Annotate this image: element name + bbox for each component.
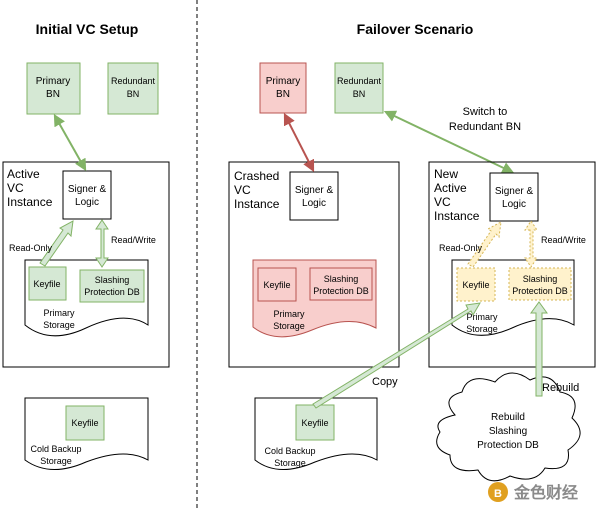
left-read-write-label: Read/Write [111,235,156,245]
mid-signer-line2: Logic [302,198,326,209]
right-keyfile-label: Keyfile [462,280,489,290]
copy-label: Copy [372,376,398,388]
left-keyfile [28,266,67,301]
left-cold-storage-line2: Storage [40,456,72,466]
right-vc-label-2: Active [434,181,467,195]
left-cold-storage-line1: Cold Backup [30,444,81,454]
left-read-only-label: Read-Only [9,243,53,253]
mid-keyfile [257,267,297,302]
left-vc-label-2: VC [7,181,24,195]
left-vc-label-1: Active [7,167,40,181]
mid-cold-storage-line1: Cold Backup [264,446,315,456]
title-initial-setup: Initial VC Setup [36,21,139,37]
rebuild-label: Rebuild [542,382,579,394]
mid-signer-box [289,171,339,221]
title-failover: Failover Scenario [357,21,474,37]
left-redundant-bn-line2: BN [127,89,140,99]
mid-cold-storage-line2: Storage [274,458,306,468]
mid-primary-storage-line1: Primary [274,309,305,319]
left-primary-bn [26,62,81,115]
mid-keyfile-label: Keyfile [263,280,290,290]
mid-primary-bn-line2: BN [276,89,290,100]
right-signer-line2: Logic [502,199,526,210]
left-signer-line2: Logic [75,197,99,208]
right-vc-label-3: VC [434,195,451,209]
mid-vc-label-2: VC [234,183,251,197]
mid-primary-bn-line1: Primary [266,76,300,87]
mid-slashing-line1: Slashing [324,274,359,284]
right-vc-label-1: New [434,167,458,181]
right-read-write-arrow [524,220,538,268]
left-vc-label-3: Instance [7,195,53,209]
right-signer-line1: Signer & [495,186,534,197]
rebuild-cloud-line2: Slashing [489,426,527,437]
watermark-text: 金色财经 [513,483,578,502]
right-signer-box [489,172,539,222]
rebuild-arrow [530,301,548,397]
right-slashing-db [508,267,572,301]
right-slashing-line2: Protection DB [512,286,568,296]
right-vc-label-4: Instance [434,209,480,223]
left-signer-line1: Signer & [68,184,107,195]
mid-primary-bn [259,62,307,114]
left-read-only-arrow [39,220,74,267]
copy-arrow [312,302,481,409]
right-primary-storage-line1: Primary [467,312,498,322]
right-read-only-label: Read-Only [439,243,483,253]
mid-redundant-bn [334,62,384,114]
left-primary-bn-line1: Primary [36,76,70,87]
rebuild-cloud [436,372,581,482]
right-slashing-line1: Slashing [523,274,558,284]
left-slashing-line1: Slashing [95,275,130,285]
watermark-logo-glyph: B [494,488,502,500]
switch-label-line2: Redundant BN [449,121,521,133]
mid-slashing-line2: Protection DB [313,286,369,296]
left-read-write-arrow [95,219,109,268]
left-primary-storage-line1: Primary [44,308,75,318]
left-slashing-db [79,269,145,303]
mid-vc-label-3: Instance [234,197,280,211]
mid-bn-link-crashed [283,112,315,173]
watermark-logo [488,482,508,502]
left-slashing-line2: Protection DB [84,287,140,297]
left-redundant-bn-line1: Redundant [111,76,156,86]
mid-redundant-bn-line1: Redundant [337,76,382,86]
right-keyfile [456,267,496,302]
mid-slashing-db [309,267,373,301]
left-cold-keyfile-label: Keyfile [71,418,98,428]
mid-redundant-bn-line2: BN [353,89,366,99]
mid-signer-line1: Signer & [295,185,334,196]
switch-label-line1: Switch to [463,106,508,118]
left-keyfile-label: Keyfile [33,279,60,289]
left-cold-keyfile [65,405,105,441]
rebuild-cloud-line1: Rebuild [491,412,525,423]
left-redundant-bn [107,62,159,115]
left-primary-bn-line2: BN [46,89,60,100]
mid-cold-keyfile-label: Keyfile [301,418,328,428]
left-primary-storage-line2: Storage [43,320,75,330]
right-read-write-label: Read/Write [541,235,586,245]
right-vc-instance-box [428,161,596,368]
left-signer-box [62,170,112,220]
mid-vc-label-1: Crashed [234,169,279,183]
left-bn-link [53,113,87,172]
mid-primary-storage-line2: Storage [273,321,305,331]
right-primary-storage-line2: Storage [466,324,498,334]
right-read-only-arrow [467,221,502,268]
rebuild-cloud-line3: Protection DB [477,440,539,451]
